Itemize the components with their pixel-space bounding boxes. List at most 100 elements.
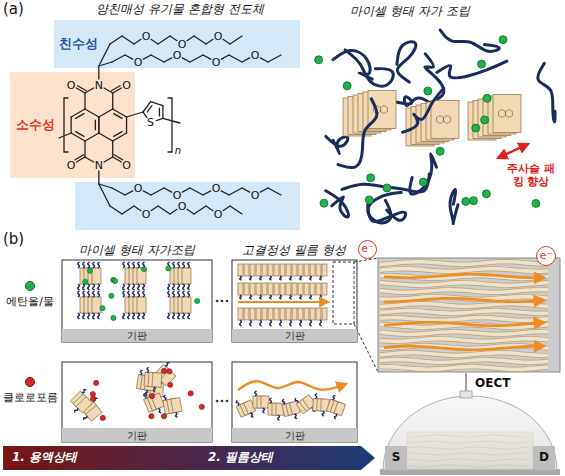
side-chain: [83, 284, 85, 290]
chemical-structure: [113, 133, 127, 141]
region-fill: [10, 72, 135, 178]
solvent-dot: [100, 306, 105, 311]
chemical-structure: [151, 39, 158, 44]
side-chain: [332, 395, 335, 400]
side-chain: [78, 291, 80, 297]
side-chain: [280, 295, 282, 299]
backbone-plate: [274, 283, 279, 295]
chemical-structure: [203, 191, 211, 195]
chemical-structure: [190, 55, 203, 62]
backbone-plate: [268, 283, 273, 295]
side-chain: [168, 313, 170, 319]
substrate-bar: 기판: [62, 428, 212, 442]
chemical-structure: [85, 109, 99, 117]
side-chain: [333, 51, 372, 80]
node-text: 1. 용액상태: [12, 451, 77, 464]
fibre: [380, 353, 548, 356]
solvent-dot: [161, 414, 166, 419]
side-chain: [300, 276, 302, 280]
chemical-structure: [85, 133, 99, 141]
backbone-plate: [250, 308, 255, 320]
side-chain: [320, 295, 322, 299]
side-chain: [165, 362, 170, 367]
side-chain: [280, 276, 282, 280]
backbone-stack: [162, 393, 183, 420]
backbone-plate: [286, 264, 291, 276]
side-chain: [88, 262, 90, 268]
backbone-plate: [298, 308, 303, 320]
chemical-structure: [170, 36, 177, 41]
chemical-structure: [112, 141, 113, 157]
side-chain: [133, 284, 135, 290]
ellipsis-dot: [226, 400, 229, 403]
chemical-structure: [110, 206, 122, 214]
atom-label: O: [178, 39, 187, 50]
side-chain: [178, 313, 180, 319]
side-chain: [263, 408, 265, 413]
solvent-dot: [94, 380, 99, 385]
ellipsis-dot: [216, 400, 219, 403]
solvent-dot: [424, 87, 432, 95]
backbone-plate: [182, 268, 191, 284]
node-text: 기판: [127, 330, 147, 341]
chemical-structure: [76, 114, 84, 119]
fibre: [380, 367, 548, 370]
chemical-structure: [95, 120, 96, 130]
side-chain: [88, 313, 90, 319]
side-chain: [260, 276, 262, 280]
atom-label: O: [212, 183, 221, 194]
chemical-structure: [99, 133, 113, 141]
ellipsis-dot: [221, 300, 224, 303]
side-chain: [320, 276, 322, 280]
backbone-plate: [262, 264, 267, 276]
backbone-plate: [280, 283, 285, 295]
solvent-dot: [109, 293, 114, 298]
chemical-structure: [114, 155, 123, 160]
solvent-dot: [168, 382, 173, 387]
backbone-stack: [144, 367, 163, 392]
fibre: [380, 311, 548, 314]
fibre: [380, 269, 548, 272]
side-chain: [294, 414, 297, 419]
solvent-dot: [482, 190, 490, 198]
backbone-plate: [268, 308, 273, 320]
mini-structure: [437, 116, 444, 124]
side-chain: [290, 295, 292, 299]
chemical-structure: [71, 109, 85, 117]
backbone-stack: [142, 388, 167, 417]
chemical-structure: [78, 86, 87, 91]
solvent-dot: [199, 404, 204, 409]
chemical-structure: [98, 171, 99, 184]
figure-title: 마이셀 형태 자가조립: [79, 243, 195, 257]
chemical-structure: [98, 66, 99, 79]
atom-label: O: [122, 160, 131, 171]
chemical-structure: [70, 117, 71, 133]
atom-label: O: [251, 189, 260, 202]
mini-structure: [444, 116, 451, 124]
atom-label: O: [212, 56, 221, 69]
solvent-label: 클로로포름: [3, 391, 58, 404]
side-chain: [437, 61, 507, 78]
charge-arrow: [384, 346, 544, 350]
side-chain: [147, 367, 149, 372]
node-text: e⁻: [361, 243, 374, 255]
backbone-plate: [182, 297, 191, 313]
atom-label: O: [142, 208, 151, 221]
side-chain: [310, 320, 312, 326]
fibre: [380, 332, 548, 335]
chemical-structure: [268, 55, 281, 62]
source-electrode: S: [385, 446, 407, 470]
side-chain: [278, 415, 280, 420]
side-chain: [128, 284, 130, 290]
backbone-plate: [262, 283, 267, 295]
backbone-plate: [292, 264, 297, 276]
atom-label: O: [214, 208, 223, 221]
chemical-structure: [125, 55, 133, 59]
chemical-structure: [98, 117, 99, 133]
fibre: [380, 339, 548, 342]
node-text: 친수성: [59, 37, 98, 51]
backbone-stack: [312, 393, 329, 416]
chemical-structure: [229, 55, 242, 62]
fibre: [380, 311, 548, 314]
